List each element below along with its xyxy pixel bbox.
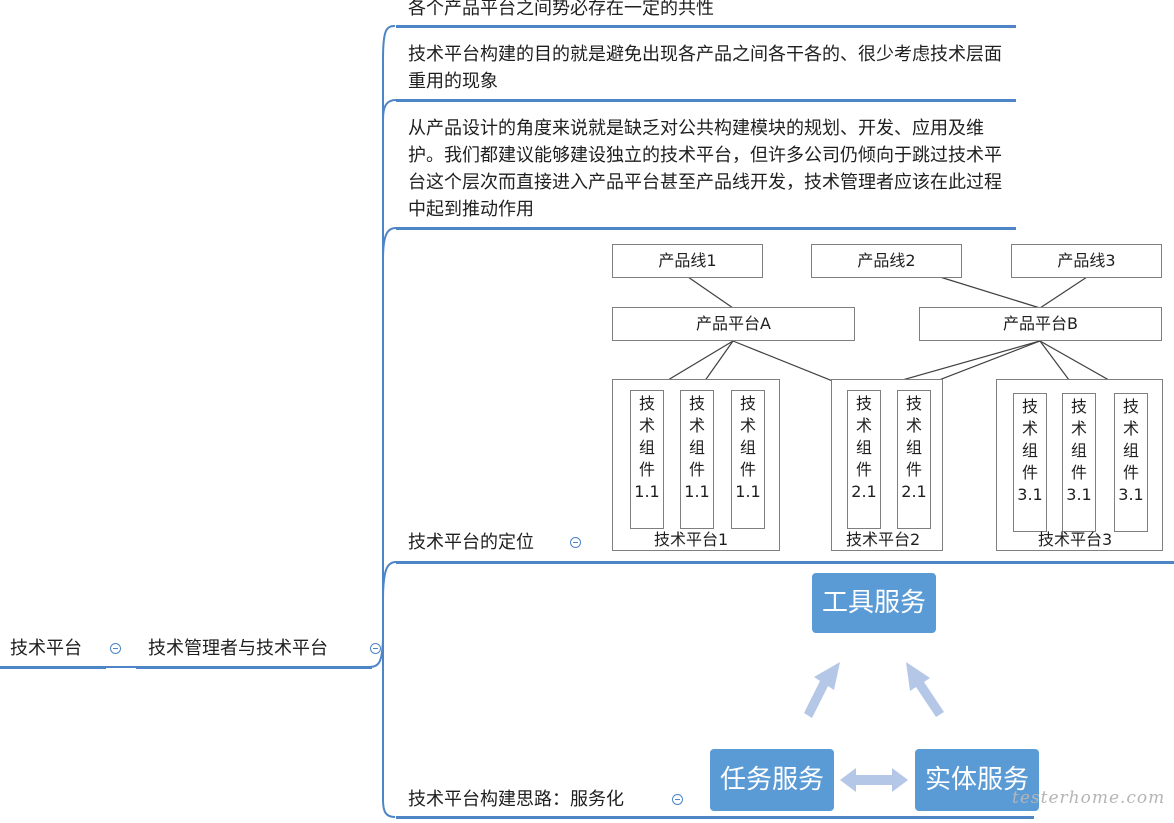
- positioning-node[interactable]: 技术平台的定位: [408, 529, 534, 556]
- servitization-label: 技术平台构建思路：服务化: [408, 789, 624, 810]
- product-line-2[interactable]: 产品线2: [811, 244, 962, 278]
- tech-component-1-1a[interactable]: 技 术 组 件 1.1: [630, 390, 664, 529]
- entity-service-box[interactable]: 实体服务: [915, 749, 1039, 811]
- note-purpose[interactable]: 技术平台构建的目的就是避免出现各产品之间各干各的、很少考虑技术层面重用的现象: [408, 44, 1002, 92]
- tech-component-1-1c[interactable]: 技 术 组 件 1.1: [731, 390, 765, 529]
- tech-platform-1-label: 技术平台1: [654, 530, 729, 549]
- root-underline: [0, 666, 106, 669]
- servitization-underline: [396, 816, 1034, 819]
- arrow-task-tool: [804, 662, 840, 718]
- positioning-underline: [396, 561, 1174, 564]
- note-purpose-underline: [396, 99, 1016, 102]
- arrow-task-entity: [840, 768, 908, 792]
- root-label: 技术平台: [10, 638, 82, 659]
- branch-underline: [136, 666, 372, 669]
- branch-collapse-icon[interactable]: [370, 643, 381, 654]
- tech-platform-2-label: 技术平台2: [846, 530, 921, 549]
- root-node[interactable]: 技术平台: [10, 635, 82, 662]
- note-commonality[interactable]: 各个产品平台之间势必存在一定的共性: [408, 0, 714, 19]
- tech-component-3-1b[interactable]: 技 术 组 件 3.1: [1062, 393, 1096, 532]
- root-collapse-icon[interactable]: [110, 643, 121, 654]
- servitization-collapse-icon[interactable]: [672, 794, 683, 805]
- note-commonality-underline: [396, 25, 1016, 28]
- branch-node[interactable]: 技术管理者与技术平台: [148, 635, 328, 662]
- product-line-3[interactable]: 产品线3: [1011, 244, 1162, 278]
- tool-service-box[interactable]: 工具服务: [812, 573, 936, 633]
- positioning-label: 技术平台的定位: [408, 532, 534, 553]
- branch-label: 技术管理者与技术平台: [148, 638, 328, 659]
- tech-component-1-1b[interactable]: 技 术 组 件 1.1: [680, 390, 714, 529]
- watermark: testerhome.com: [1012, 788, 1166, 808]
- tech-component-3-1c[interactable]: 技 术 组 件 3.1: [1114, 393, 1148, 532]
- product-platform-b[interactable]: 产品平台B: [919, 307, 1162, 341]
- tech-component-3-1a[interactable]: 技 术 组 件 3.1: [1013, 393, 1047, 532]
- note-design-underline: [396, 227, 1016, 230]
- tech-component-2-1a[interactable]: 技 术 组 件 2.1: [847, 390, 881, 529]
- tech-platform-3-label: 技术平台3: [1038, 530, 1113, 549]
- product-platform-a[interactable]: 产品平台A: [612, 307, 855, 341]
- task-service-box[interactable]: 任务服务: [710, 749, 834, 811]
- product-line-1[interactable]: 产品线1: [612, 244, 763, 278]
- arrow-tool-entity: [906, 662, 944, 717]
- note-design[interactable]: 从产品设计的角度来说就是缺乏对公共构建模块的规划、开发、应用及维护。我们都建议能…: [408, 118, 1002, 220]
- tech-component-2-1b[interactable]: 技 术 组 件 2.1: [897, 390, 931, 529]
- servitization-node[interactable]: 技术平台构建思路：服务化: [408, 786, 624, 813]
- positioning-collapse-icon[interactable]: [570, 537, 581, 548]
